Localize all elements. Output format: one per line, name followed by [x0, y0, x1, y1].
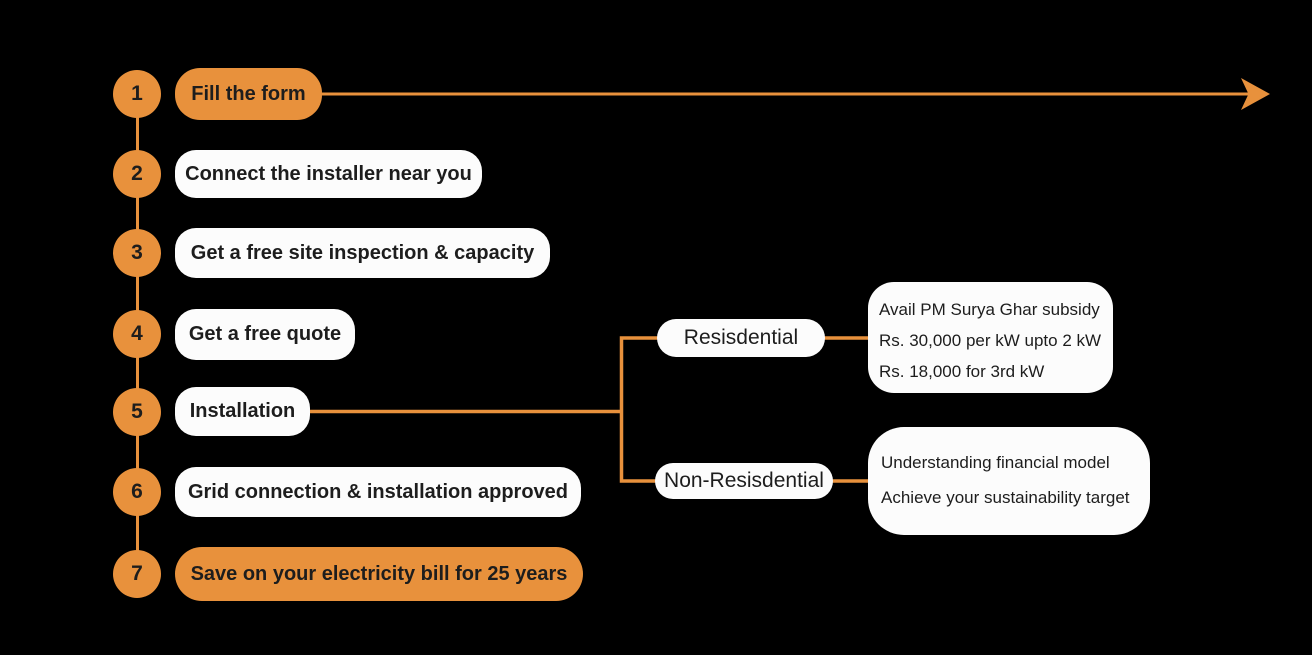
step-2-number-badge: 2 [113, 150, 161, 198]
step-7-pill: Save on your electricity bill for 25 yea… [175, 547, 583, 601]
step-6-number-badge: 6 [113, 468, 161, 516]
step-3-number-badge: 3 [113, 229, 161, 277]
residential-detail-line: Avail PM Surya Ghar subsidy [879, 300, 1100, 319]
non-residential-detail-line: Achieve your sustainability target [881, 488, 1130, 507]
step-5-pill: Installation [175, 387, 310, 436]
step-3-pill: Get a free site inspection & capacity [175, 228, 550, 278]
step-7-number-badge: 7 [113, 550, 161, 598]
branch-label-residential: Resisdential [657, 319, 825, 357]
step-1-number-badge: 1 [113, 70, 161, 118]
step-6-pill: Grid connection & installation approved [175, 467, 581, 517]
step-4-number-badge: 4 [113, 310, 161, 358]
step-4-pill: Get a free quote [175, 309, 355, 360]
branch-label-non-residential: Non-Resisdential [655, 463, 833, 499]
residential-detail-line: Rs. 18,000 for 3rd kW [879, 362, 1045, 381]
non-residential-detail-line: Understanding financial model [881, 453, 1110, 472]
residential-detail-line: Rs. 30,000 per kW upto 2 kW [879, 331, 1102, 350]
step-5-number-badge: 5 [113, 388, 161, 436]
step-2-pill: Connect the installer near you [175, 150, 482, 198]
arrowhead-icon [1241, 78, 1270, 110]
non-residential-info-box: Understanding financial model Achieve yo… [868, 427, 1150, 535]
installation-branch-lines [308, 336, 870, 483]
residential-info-box: Avail PM Surya Ghar subsidy Rs. 30,000 p… [868, 282, 1113, 393]
step-1-pill: Fill the form [175, 68, 322, 120]
